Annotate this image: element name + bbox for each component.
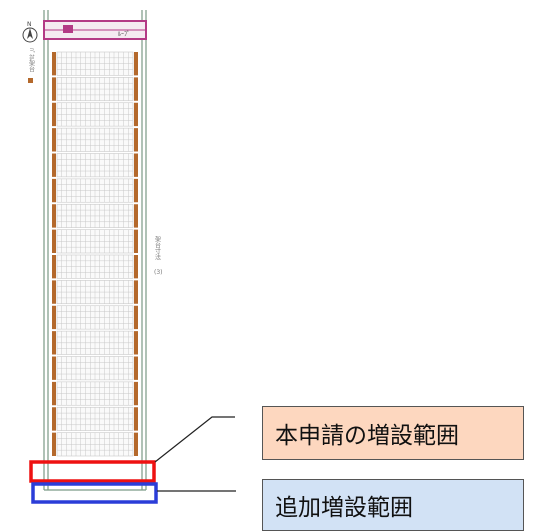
module-row bbox=[52, 381, 138, 406]
module-endcap-right bbox=[134, 204, 138, 228]
module-endcap-right bbox=[134, 280, 138, 304]
compass-label: N bbox=[27, 21, 32, 28]
module-row bbox=[52, 330, 138, 355]
module-row bbox=[52, 102, 138, 127]
module-endcap-right bbox=[134, 229, 138, 253]
module-endcap-left bbox=[52, 102, 56, 127]
primary-leader-line bbox=[154, 416, 235, 463]
module-endcap-right bbox=[134, 128, 138, 152]
module-endcap-left bbox=[52, 280, 56, 304]
top-bar: ﾙｰﾌﾟ bbox=[43, 20, 147, 40]
additional-extension-highlight bbox=[31, 482, 158, 504]
module-row bbox=[52, 356, 138, 381]
module-endcap-left bbox=[52, 331, 56, 355]
module-row bbox=[52, 280, 138, 305]
right-note-sub: (3) bbox=[154, 269, 163, 276]
module-row bbox=[52, 229, 138, 254]
module-row bbox=[52, 432, 138, 457]
module-row bbox=[52, 305, 138, 330]
module-endcap-right bbox=[134, 305, 138, 330]
additional-extension-label: 追加増設範囲 bbox=[262, 479, 524, 531]
module-endcap-left bbox=[52, 356, 56, 380]
module-endcap-right bbox=[134, 178, 138, 203]
module-endcap-left bbox=[52, 204, 56, 228]
module-endcap-left bbox=[52, 255, 56, 279]
module-endcap-right bbox=[134, 255, 138, 279]
module-endcap-right bbox=[134, 432, 138, 456]
module-endcap-right bbox=[134, 356, 138, 380]
module-row bbox=[52, 254, 138, 279]
module-array bbox=[52, 51, 138, 457]
module-row bbox=[52, 153, 138, 178]
module-endcap-right bbox=[134, 77, 138, 101]
module-endcap-right bbox=[134, 407, 138, 431]
module-row bbox=[52, 51, 138, 76]
module-row bbox=[52, 406, 138, 431]
module-endcap-left bbox=[52, 432, 56, 456]
module-endcap-left bbox=[52, 229, 56, 253]
module-endcap-left bbox=[52, 77, 56, 101]
primary-extension-highlight bbox=[29, 460, 156, 483]
module-endcap-right bbox=[134, 153, 138, 177]
module-endcap-right bbox=[134, 331, 138, 355]
module-endcap-left bbox=[52, 407, 56, 431]
module-endcap-left bbox=[52, 178, 56, 203]
left-note: ﾊﾟﾈﾙ架台 bbox=[28, 48, 35, 73]
right-note: 架台寸法 bbox=[154, 235, 161, 261]
module-endcap-left bbox=[52, 52, 56, 76]
module-row bbox=[52, 77, 138, 102]
module-row bbox=[52, 203, 138, 228]
primary-extension-label: 本申請の増設範囲 bbox=[262, 406, 524, 460]
module-endcap-left bbox=[52, 305, 56, 330]
compass-icon bbox=[22, 27, 38, 43]
top-bar-label: ﾙｰﾌﾟ bbox=[118, 31, 130, 38]
module-endcap-right bbox=[134, 381, 138, 406]
module-endcap-right bbox=[134, 102, 138, 127]
module-row bbox=[52, 127, 138, 152]
module-endcap-left bbox=[52, 128, 56, 152]
frame-rails bbox=[43, 10, 147, 491]
left-note-marker bbox=[28, 78, 33, 83]
module-row bbox=[52, 178, 138, 203]
module-endcap-left bbox=[52, 153, 56, 177]
module-endcap-right bbox=[134, 52, 138, 76]
module-endcap-left bbox=[52, 381, 56, 406]
